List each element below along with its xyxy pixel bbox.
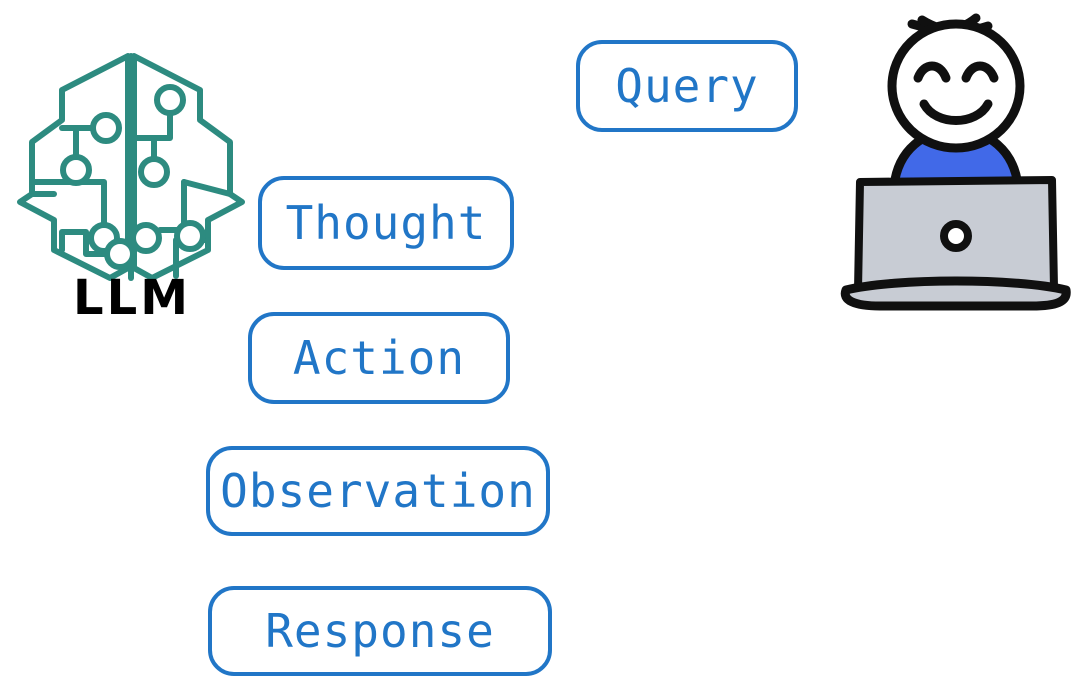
llm-label: LLM xyxy=(73,270,191,326)
step-box-response[interactable]: Response xyxy=(208,586,552,676)
step-box-action[interactable]: Action xyxy=(248,312,510,404)
step-box-observation[interactable]: Observation xyxy=(206,446,550,536)
smile-icon xyxy=(919,99,993,125)
llm-node: LLM xyxy=(14,42,250,342)
brain-circuit-icon xyxy=(14,42,250,282)
laptop-base xyxy=(840,276,1071,311)
eyes-icon xyxy=(913,61,999,83)
laptop-camera-icon xyxy=(940,220,972,252)
head-shape xyxy=(887,19,1025,153)
person-at-laptop-icon xyxy=(836,2,1076,312)
query-box[interactable]: Query xyxy=(576,40,798,132)
step-box-thought[interactable]: Thought xyxy=(258,176,514,270)
